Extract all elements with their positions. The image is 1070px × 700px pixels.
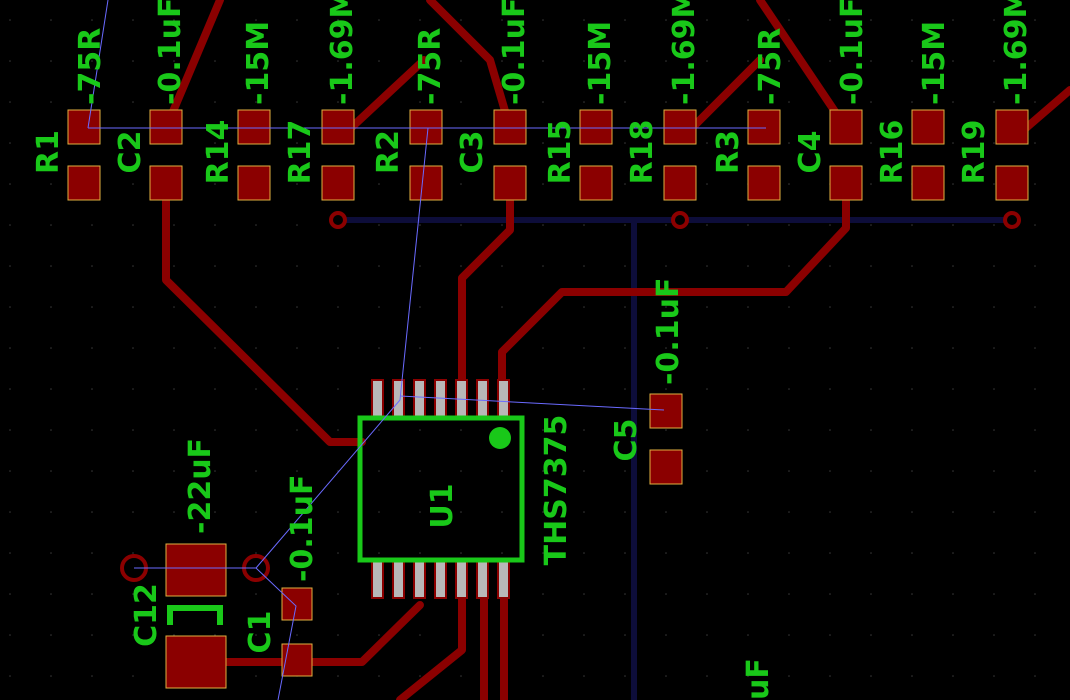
value-label-r18: -1.69M bbox=[667, 0, 702, 105]
ref-label-c4: C4 bbox=[793, 131, 828, 174]
pad-bottom-8[interactable] bbox=[663, 165, 697, 201]
ref-label-r17: R17 bbox=[283, 120, 318, 185]
silkscreen-labels: R1 C2 R14 R17 R2 C3 R15 R18 R3 C4 R16 R1… bbox=[31, 0, 1034, 700]
value-label-r14: -15M bbox=[241, 21, 276, 105]
ref-label-r19: R19 bbox=[957, 120, 992, 185]
c12-polarity-mark bbox=[167, 605, 223, 625]
ic-pin-bottom bbox=[371, 559, 384, 599]
value-label-c5: -0.1uF bbox=[651, 278, 686, 385]
pad-c1-2[interactable] bbox=[281, 643, 313, 677]
ic-pin-top bbox=[392, 379, 405, 419]
top-layer-traces bbox=[162, 0, 1070, 700]
ref-label-r16: R16 bbox=[875, 120, 910, 185]
ic-pin-bottom bbox=[413, 559, 426, 599]
ic-pin-top bbox=[413, 379, 426, 419]
pad-bottom-7[interactable] bbox=[579, 165, 613, 201]
ref-label-r15: R15 bbox=[543, 120, 578, 185]
value-label-c4: -0.1uF bbox=[835, 0, 870, 105]
pin1-marker bbox=[489, 427, 511, 449]
value-label-r3: -75R bbox=[753, 28, 788, 105]
pad-c1-1[interactable] bbox=[281, 587, 313, 621]
ic-pin-top bbox=[434, 379, 447, 419]
ref-label-r18: R18 bbox=[625, 120, 660, 185]
ic-pins-top bbox=[371, 379, 510, 419]
ref-label-c1: C1 bbox=[243, 611, 278, 654]
value-label-c1: -0.1uF bbox=[285, 475, 320, 582]
pad-bottom-2[interactable] bbox=[149, 165, 183, 201]
pad-bottom-6[interactable] bbox=[493, 165, 527, 201]
ref-label-c5: C5 bbox=[609, 419, 644, 462]
partial-value-label: uF bbox=[741, 658, 776, 700]
pad-top-6[interactable] bbox=[493, 109, 527, 145]
ratsnest-lines bbox=[87, 0, 766, 700]
component-pads bbox=[67, 109, 1029, 689]
pad-top-5[interactable] bbox=[409, 109, 443, 145]
pad-c5-1[interactable] bbox=[649, 393, 683, 429]
value-label-r2: -75R bbox=[413, 28, 448, 105]
ic-u1[interactable]: U1 THS7375 bbox=[357, 379, 574, 599]
pad-top-2[interactable] bbox=[149, 109, 183, 145]
ic-pin-top bbox=[371, 379, 384, 419]
pad-top-7[interactable] bbox=[579, 109, 613, 145]
value-label-r1: -75R bbox=[73, 28, 108, 105]
value-label-r19: -1.69M bbox=[999, 0, 1034, 105]
pad-c5-2[interactable] bbox=[649, 449, 683, 485]
ic-pin-top bbox=[497, 379, 510, 419]
ref-label-r3: R3 bbox=[711, 130, 746, 174]
ref-label-r1: R1 bbox=[31, 130, 66, 174]
value-label-r15: -15M bbox=[583, 21, 618, 105]
pad-top-1[interactable] bbox=[67, 109, 101, 145]
pad-top-11[interactable] bbox=[911, 109, 945, 145]
pad-bottom-4[interactable] bbox=[321, 165, 355, 201]
pad-top-4[interactable] bbox=[321, 109, 355, 145]
ref-label-r2: R2 bbox=[371, 130, 406, 174]
pad-bottom-5[interactable] bbox=[409, 165, 443, 201]
ref-label-r14: R14 bbox=[201, 120, 236, 185]
pad-c12-1[interactable] bbox=[165, 543, 227, 597]
ic-pin-bottom bbox=[497, 559, 510, 599]
value-label-r16: -15M bbox=[917, 21, 952, 105]
ref-label-c2: C2 bbox=[113, 131, 148, 174]
ic-pins-bottom bbox=[371, 559, 510, 599]
value-label-c2: -0.1uF bbox=[153, 0, 188, 105]
pad-c12-2[interactable] bbox=[165, 635, 227, 689]
pad-top-3[interactable] bbox=[237, 109, 271, 145]
ic-pin-bottom bbox=[434, 559, 447, 599]
ic-pin-bottom bbox=[476, 559, 489, 599]
ic-pin-top bbox=[476, 379, 489, 419]
pad-bottom-3[interactable] bbox=[237, 165, 271, 201]
ic-pin-bottom bbox=[392, 559, 405, 599]
ic-outline bbox=[357, 415, 525, 563]
ref-label-c12: C12 bbox=[129, 583, 164, 647]
pad-top-12[interactable] bbox=[995, 109, 1029, 145]
pad-top-9[interactable] bbox=[747, 109, 781, 145]
ic-ref-label: U1 bbox=[425, 483, 460, 528]
pad-bottom-12[interactable] bbox=[995, 165, 1029, 201]
pad-bottom-10[interactable] bbox=[829, 165, 863, 201]
pad-bottom-11[interactable] bbox=[911, 165, 945, 201]
ic-pin-bottom bbox=[455, 559, 468, 599]
pad-top-10[interactable] bbox=[829, 109, 863, 145]
ic-value-label: THS7375 bbox=[539, 415, 574, 566]
ref-label-c3: C3 bbox=[455, 131, 490, 174]
value-label-c12: -22uF bbox=[183, 438, 218, 534]
value-label-c3: -0.1uF bbox=[497, 0, 532, 105]
pad-top-8[interactable] bbox=[663, 109, 697, 145]
pad-bottom-9[interactable] bbox=[747, 165, 781, 201]
pad-bottom-1[interactable] bbox=[67, 165, 101, 201]
value-label-r17: -1.69M bbox=[325, 0, 360, 105]
